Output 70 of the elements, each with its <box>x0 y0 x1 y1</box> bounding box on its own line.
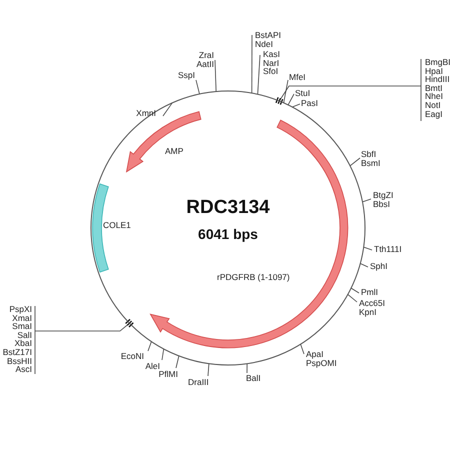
enzyme-site-label: BmgBI <box>425 58 450 67</box>
enzyme-site-label: BbsI <box>373 200 390 208</box>
leader-line <box>288 94 294 106</box>
leader-line <box>148 341 152 352</box>
enzyme-site-label: PflMI <box>158 370 178 379</box>
enzyme-site-label: HindIII <box>425 75 450 84</box>
enzyme-site-label: NheI <box>425 92 444 101</box>
enzyme-site-label: BssHII <box>6 356 32 366</box>
enzyme-site-label: Tth111I <box>374 245 402 254</box>
feature-label: AMP <box>165 147 184 156</box>
enzyme-site-label: AscI <box>15 365 32 374</box>
enzyme-site-label: EcoNI <box>120 352 144 361</box>
enzyme-site-label: BsmI <box>361 158 380 168</box>
enzyme-site-label: PspXI <box>8 305 32 314</box>
leader-line <box>350 288 360 294</box>
enzyme-site-label: BstZ17I <box>2 348 32 357</box>
leader-line <box>363 246 372 250</box>
plasmid-name: RDC3134 <box>185 197 271 219</box>
enzyme-site-label: XmnI <box>136 109 156 118</box>
leader-line <box>292 104 300 108</box>
leader-line <box>162 102 173 116</box>
enzyme-site-label: BalI <box>246 374 261 383</box>
enzyme-site-label: NotI <box>425 100 442 110</box>
enzyme-site-label: SfoI <box>263 67 280 76</box>
leader-line <box>350 158 360 166</box>
enzyme-site-label: SphI <box>370 262 388 271</box>
leader-line <box>196 80 200 94</box>
enzyme-site-label: XmaI <box>12 314 32 322</box>
leader-line <box>283 80 288 104</box>
leader-line <box>278 58 422 122</box>
enzyme-site-label: Acc65I <box>359 299 385 308</box>
enzyme-site-label: SalI <box>17 330 32 340</box>
enzyme-site-label: ApaI <box>306 350 324 359</box>
enzyme-site-label: BtgZI <box>373 191 394 200</box>
enzyme-site-label: PspOMI <box>306 358 337 368</box>
enzyme-site-label: AleI <box>145 362 160 371</box>
enzyme-site-label: AatII <box>196 60 214 68</box>
leader-line <box>162 348 164 360</box>
enzyme-site-label: KpnI <box>359 308 378 316</box>
plasmid-size: 6041 bps <box>197 226 259 243</box>
enzyme-site-label: DraIII <box>188 378 209 387</box>
leader-line <box>251 34 252 94</box>
enzyme-site-label: NdeI <box>255 40 274 48</box>
leader-line <box>214 60 216 92</box>
enzyme-site-label: BstAPI <box>255 31 281 40</box>
leader-line <box>257 54 260 95</box>
enzyme-site-label: KasI <box>263 50 280 59</box>
leader-line <box>246 363 248 374</box>
enzyme-site-label: PmlI <box>361 288 378 297</box>
leader-line <box>176 356 180 368</box>
enzyme-site-label: ZraI <box>198 51 214 60</box>
leader-line <box>300 344 304 354</box>
enzyme-site-label: HpaI <box>425 66 443 76</box>
enzyme-site-label: EagI <box>425 110 444 118</box>
enzyme-site-label: SspI <box>178 71 195 80</box>
leader-line <box>34 306 130 374</box>
enzyme-site-label: StuI <box>295 89 310 98</box>
enzyme-site-label: SbfI <box>361 150 378 159</box>
enzyme-site-label: NarI <box>263 58 280 68</box>
enzyme-site-label: MfeI <box>289 73 306 82</box>
leader-line <box>347 294 358 302</box>
leader-line <box>362 198 372 202</box>
enzyme-site-label: XbaI <box>14 339 32 348</box>
feature-label: COLE1 <box>103 221 131 230</box>
feature-label: rPDGFRB (1-1097) <box>217 273 290 282</box>
enzyme-site-label: PasI <box>301 99 318 108</box>
enzyme-site-label: SmaI <box>11 322 32 331</box>
leader-line <box>360 263 368 268</box>
leader-line <box>208 363 210 376</box>
enzyme-site-label: BmtI <box>425 84 444 92</box>
